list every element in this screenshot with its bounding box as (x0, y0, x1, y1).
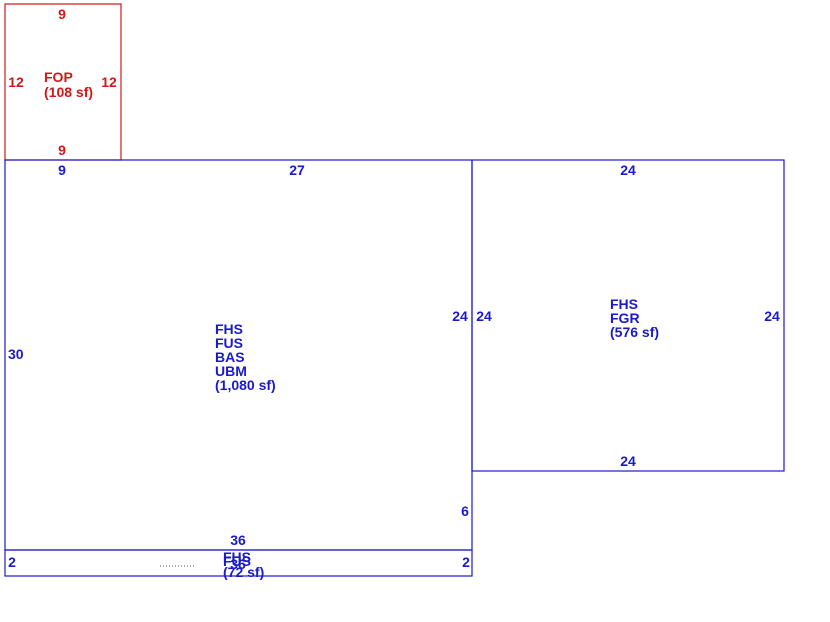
strip-dim-bottom: 36 (230, 556, 246, 572)
house-area: (1,080 sf) (215, 377, 276, 393)
porch-dim-left: 12 (8, 74, 24, 90)
strip-dim-left: 2 (8, 554, 16, 570)
garage-code-1: FHS (610, 296, 638, 312)
house-dim-top: 27 (289, 162, 305, 178)
porch-dim-top: 9 (58, 6, 66, 22)
house-dim-bottom: 36 (230, 532, 246, 548)
strip-code-1: FHS (223, 549, 251, 565)
porch-code: FOP (44, 69, 73, 85)
house-dim-right-lower: 6 (461, 503, 469, 519)
garage-outline[interactable] (471, 159, 785, 472)
strip-dim-right: 2 (462, 554, 470, 570)
garage-dim-right: 24 (764, 308, 780, 324)
porch-dim-right: 12 (101, 74, 117, 90)
garage-dim-left: 24 (476, 308, 492, 324)
house-code-4: UBM (215, 363, 247, 379)
strip-outline[interactable] (4, 549, 473, 577)
porch-area: (108 sf) (44, 84, 93, 100)
garage-code-2: FGR (610, 310, 640, 326)
strip-code-2: FUS (223, 553, 251, 569)
garage-area: (576 sf) (610, 324, 659, 340)
strip-area: (72 sf) (223, 564, 264, 580)
house-code-1: FHS (215, 321, 243, 337)
garage-dim-top: 24 (620, 162, 636, 178)
house-dim-top-left: 9 (58, 162, 66, 178)
house-dim-right-upper: 24 (452, 308, 468, 324)
porch-dim-bottom: 9 (58, 142, 66, 158)
house-code-2: FUS (215, 335, 243, 351)
garage-dim-bottom: 24 (620, 453, 636, 469)
house-code-3: BAS (215, 349, 245, 365)
house-dim-left: 30 (8, 346, 24, 362)
